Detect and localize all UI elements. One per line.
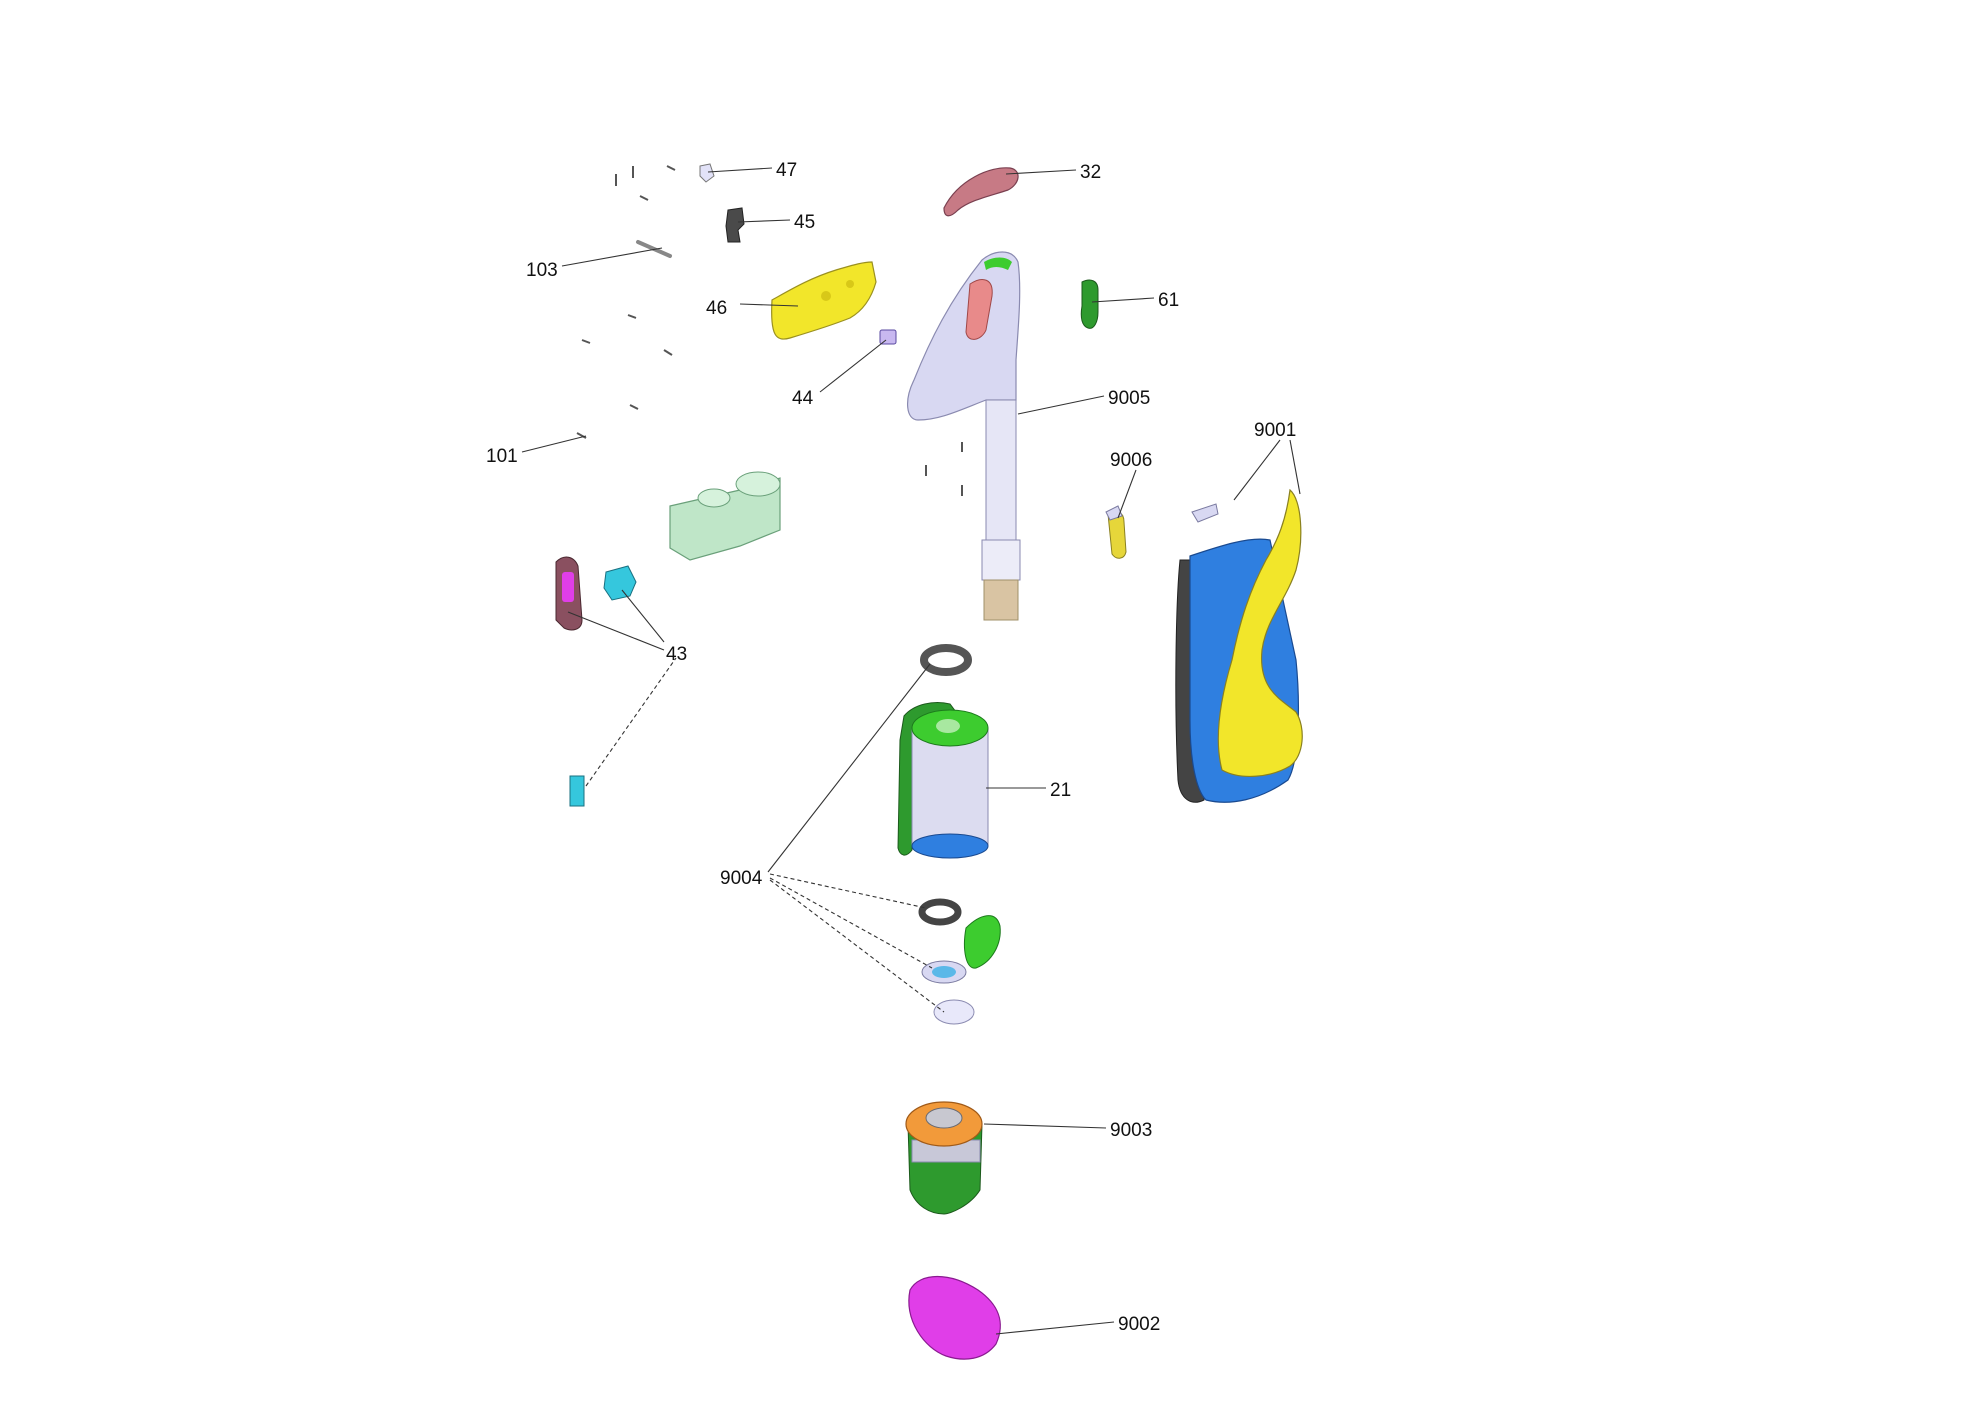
part-61-button: [1080, 279, 1099, 329]
part-47-clip: [699, 163, 715, 183]
callout-46: 46: [706, 298, 727, 319]
part-9002-cover: [908, 1275, 1001, 1360]
callouts: 47 32 45 103 46 61 44 9005 101 9001 9006…: [486, 160, 1296, 1335]
part-43-bracket: [603, 565, 637, 601]
callout-21: 21: [1050, 780, 1071, 801]
part-9001-body-shell: [1175, 488, 1303, 803]
callout-9003: 9003: [1110, 1120, 1152, 1141]
callout-101: 101: [486, 446, 518, 467]
leader-lines: [521, 167, 1301, 1335]
callout-9002: 9002: [1118, 1314, 1160, 1335]
part-45-clip: [725, 207, 745, 243]
part-46-bracket: [771, 261, 877, 340]
part-9003-filter: [905, 1101, 983, 1215]
part-9006-latch: [1105, 505, 1127, 559]
part-21-dust-bin: [897, 644, 989, 859]
callout-103: 103: [526, 260, 558, 281]
callout-9001: 9001: [1254, 420, 1296, 441]
part-9004-seals: [918, 898, 1001, 1025]
part-9005-handle-tube: [907, 251, 1021, 621]
callout-9006: 9006: [1110, 450, 1152, 471]
callout-32: 32: [1080, 162, 1101, 183]
part-44-switch: [879, 329, 897, 345]
callout-43: 43: [666, 644, 687, 665]
callout-44: 44: [792, 388, 814, 409]
callout-47: 47: [776, 160, 797, 181]
callout-61: 61: [1158, 290, 1179, 311]
part-43-card: [569, 775, 585, 807]
motor-housing: [669, 471, 781, 561]
part-43-board: [555, 556, 583, 631]
callout-9005: 9005: [1108, 388, 1150, 409]
part-32-cover: [943, 167, 1019, 217]
callout-9004: 9004: [720, 868, 763, 889]
callout-45: 45: [794, 212, 815, 233]
